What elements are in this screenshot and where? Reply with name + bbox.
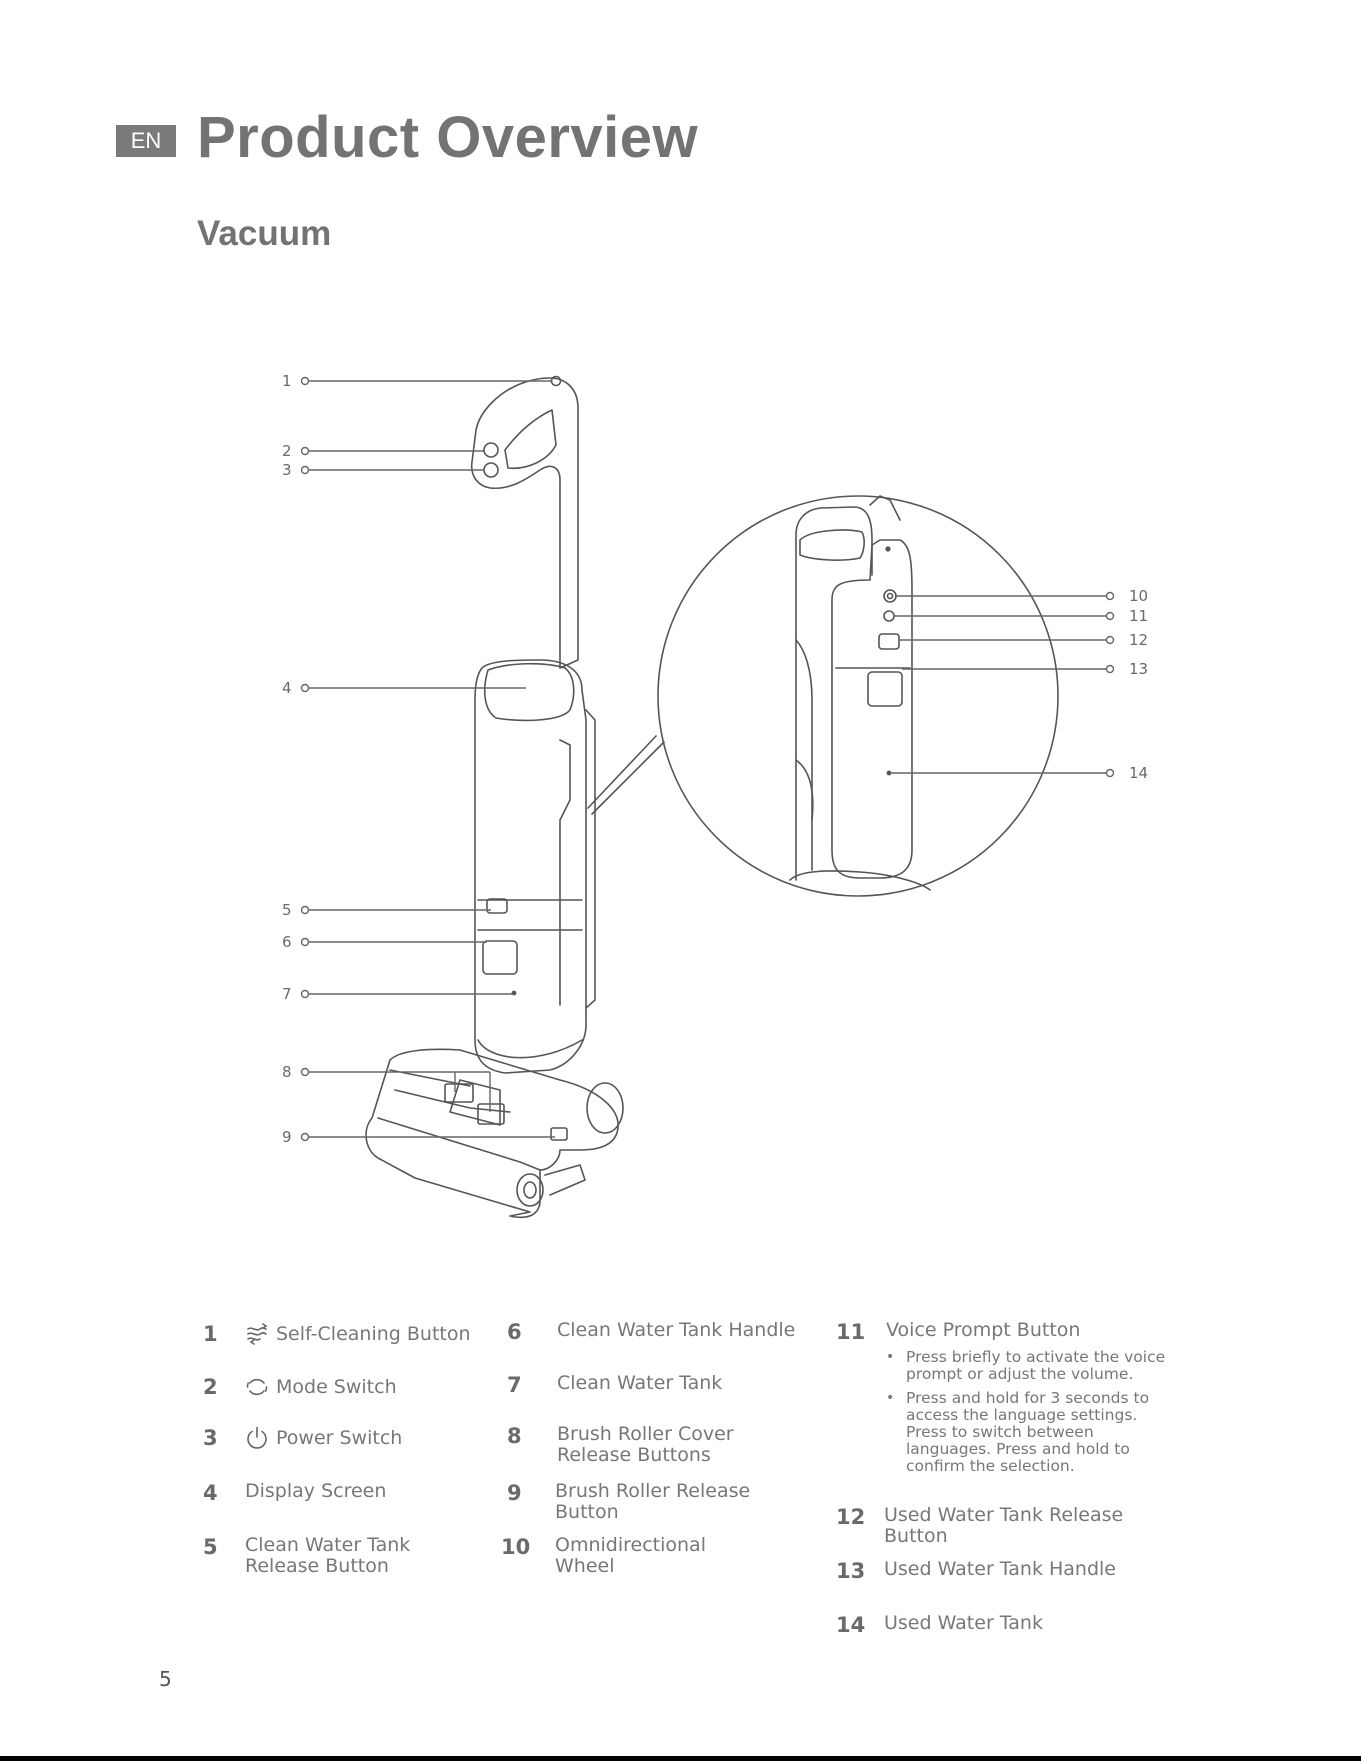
legend-item: 1 Self-Cleaning Button — [203, 1322, 471, 1346]
legend-label: Used Water Tank Handle — [884, 1559, 1116, 1580]
power-icon — [245, 1426, 269, 1450]
mode-switch-icon — [245, 1375, 269, 1399]
legend-label: Voice Prompt Button — [886, 1319, 1080, 1341]
legend-label: Brush Roller Cover Release Buttons — [557, 1424, 747, 1466]
callout-number: 10 — [1129, 587, 1148, 605]
vacuum-diagram: 1 2 3 4 5 6 7 8 9 10 11 12 13 14 — [0, 0, 1361, 1250]
callout-number: 8 — [282, 1063, 292, 1081]
legend-item: 10 Omnidirectional Wheel — [501, 1535, 725, 1577]
callout-number: 2 — [282, 442, 292, 460]
self-cleaning-icon — [245, 1322, 269, 1346]
instruction-bullet: Press and hold for 3 seconds to access t… — [906, 1390, 1176, 1475]
legend-label: Self-Cleaning Button — [276, 1324, 471, 1345]
legend-item: 5 Clean Water Tank Release Button — [203, 1535, 425, 1577]
legend-label: Used Water Tank — [884, 1613, 1043, 1634]
page-number: 5 — [159, 1667, 172, 1691]
legend-item: 8 Brush Roller Cover Release Buttons — [507, 1424, 747, 1466]
legend-label: Mode Switch — [276, 1377, 397, 1398]
callout-number: 3 — [282, 461, 292, 479]
legend-item: 2 Mode Switch — [203, 1375, 397, 1399]
legend-label: Brush Roller Release Button — [555, 1481, 755, 1523]
callout-number: 13 — [1129, 660, 1148, 678]
legend-item: 9 Brush Roller Release Button — [507, 1481, 755, 1523]
legend-label: Clean Water Tank Release Button — [245, 1535, 425, 1577]
legend-label: Clean Water Tank — [557, 1373, 722, 1394]
legend-item: 6 Clean Water Tank Handle — [507, 1320, 795, 1344]
vacuum-handle — [472, 377, 578, 669]
legend-number: 3 — [203, 1426, 245, 1450]
legend-label: Display Screen — [245, 1481, 386, 1502]
legend-number: 12 — [836, 1505, 884, 1529]
callout-number: 14 — [1129, 764, 1148, 782]
voice-prompt-instructions: Press briefly to activate the voice prom… — [886, 1349, 1176, 1475]
callout-number: 5 — [282, 901, 292, 919]
legend-number: 7 — [507, 1373, 557, 1397]
callout-number: 1 — [282, 372, 292, 390]
legend-item: 7 Clean Water Tank — [507, 1373, 722, 1397]
callout-number: 6 — [282, 933, 292, 951]
legend-number: 1 — [203, 1322, 245, 1346]
callout-number: 7 — [282, 985, 292, 1003]
legend-number: 4 — [203, 1481, 245, 1505]
legend-item: 11 Voice Prompt Button Press briefly to … — [836, 1320, 1176, 1482]
callout-number: 9 — [282, 1128, 292, 1146]
legend-label: Omnidirectional Wheel — [555, 1535, 725, 1577]
legend-item: 14 Used Water Tank — [836, 1613, 1043, 1637]
legend-label: Power Switch — [276, 1428, 402, 1449]
legend-number: 5 — [203, 1535, 245, 1559]
callout-number: 12 — [1129, 631, 1148, 649]
legend-label: Clean Water Tank Handle — [557, 1320, 795, 1341]
bottom-border — [0, 1756, 1361, 1761]
instruction-bullet: Press briefly to activate the voice prom… — [906, 1349, 1176, 1383]
legend-number: 11 — [836, 1320, 886, 1344]
callout-number: 4 — [282, 679, 292, 697]
legend-number: 2 — [203, 1375, 245, 1399]
legend-item: 13 Used Water Tank Handle — [836, 1559, 1116, 1583]
callout-number: 11 — [1129, 607, 1148, 625]
legend-number: 8 — [507, 1424, 557, 1448]
legend-item: 12 Used Water Tank Release Button — [836, 1505, 1134, 1547]
vacuum-floor-head — [366, 1049, 623, 1217]
legend-number: 14 — [836, 1613, 884, 1637]
legend-item: 4 Display Screen — [203, 1481, 386, 1505]
legend-label: Used Water Tank Release Button — [884, 1505, 1134, 1547]
legend-number: 6 — [507, 1320, 557, 1344]
legend-number: 13 — [836, 1559, 884, 1583]
legend-number: 9 — [507, 1481, 555, 1505]
legend-item: 3 Power Switch — [203, 1426, 402, 1450]
vacuum-body — [475, 660, 595, 1073]
zoom-detail-body — [790, 496, 930, 890]
zoom-detail-circle — [658, 496, 1058, 896]
legend-number: 10 — [501, 1535, 555, 1559]
